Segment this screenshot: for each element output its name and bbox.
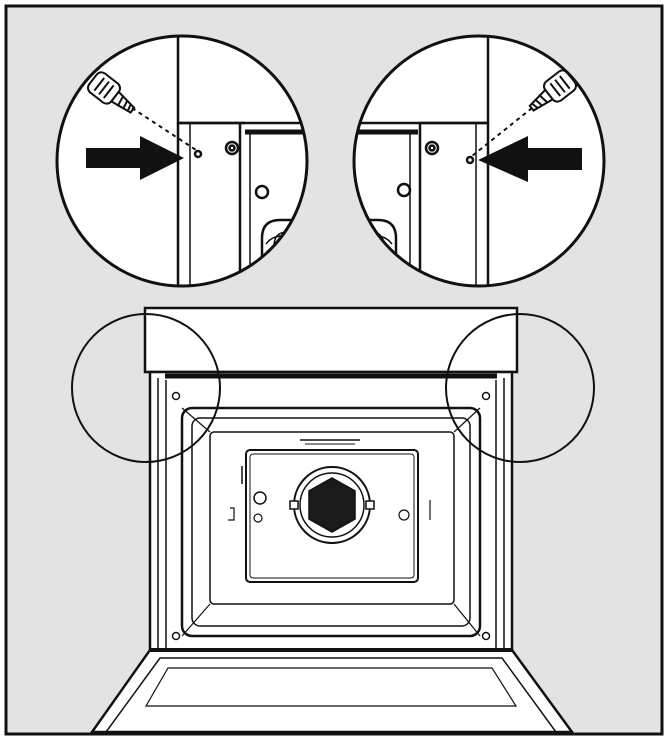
oven-front (89, 306, 575, 734)
right-callout-circle (445, 313, 595, 463)
screw-icon (87, 71, 197, 151)
oven-top-panel (143, 306, 519, 374)
arrow-left-icon (478, 136, 582, 182)
oven-cavity (180, 406, 482, 638)
fan-icon (289, 466, 375, 544)
left-detail-magnifier (55, 34, 309, 288)
arrow-right-icon (86, 136, 184, 180)
oven-door-open (89, 648, 575, 734)
screw-icon (471, 69, 577, 157)
left-callout-circle (71, 313, 221, 463)
